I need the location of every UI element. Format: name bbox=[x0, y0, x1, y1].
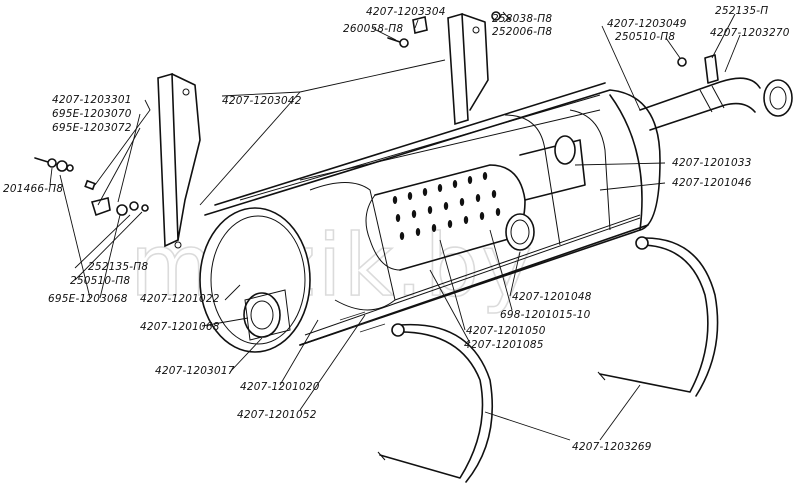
callout-4207-1201048: 4207-1201048 bbox=[512, 291, 592, 303]
front-end-cap bbox=[199, 207, 311, 353]
clamp-strap-right bbox=[597, 236, 719, 397]
callout-4207-1201046: 4207-1201046 bbox=[672, 177, 752, 189]
callout-4207-1203269: 4207-1203269 bbox=[572, 441, 652, 453]
top-mounting-bracket bbox=[447, 12, 489, 126]
callout-4207-1201052: 4207-1201052 bbox=[237, 409, 317, 421]
callout-260058-p8: 260058-П8 bbox=[343, 23, 403, 35]
callout-4207-1203304: 4207-1203304 bbox=[366, 6, 446, 18]
callout-695e-1203072: 695Е-1203072 bbox=[52, 122, 132, 134]
hardware-top bbox=[387, 11, 687, 67]
left-mounting-bracket bbox=[157, 72, 201, 249]
callout-4207-1203017: 4207-1203017 bbox=[155, 365, 235, 377]
callout-4207-1201085: 4207-1201085 bbox=[464, 339, 544, 351]
callout-labels: 4207-1203304 260058-П8 258038-П8 252006-… bbox=[3, 5, 790, 453]
callout-4207-1201050: 4207-1201050 bbox=[466, 325, 546, 337]
callout-258038-p8: 258038-П8 bbox=[492, 13, 552, 25]
leader-lines bbox=[49, 13, 741, 441]
hardware-left bbox=[34, 157, 149, 217]
clamp-strap-left bbox=[377, 323, 493, 483]
muffler-body bbox=[204, 82, 661, 346]
callout-250510-p8-lower: 250510-П8 bbox=[70, 275, 130, 287]
callout-4207-1201068: 4207-1201068 bbox=[140, 321, 220, 333]
callout-4207-1203270: 4207-1203270 bbox=[710, 27, 790, 39]
watermark: mazik.by bbox=[130, 216, 534, 316]
exhaust-outlet-pipe bbox=[639, 54, 793, 131]
callout-252135-p8: 252135-П8 bbox=[88, 261, 148, 273]
callout-4207-1203042: 4207-1203042 bbox=[222, 95, 302, 107]
callout-4207-1201022: 4207-1201022 bbox=[140, 293, 220, 305]
callout-4207-1201033: 4207-1201033 bbox=[672, 157, 752, 169]
callout-252135-p: 252135-П bbox=[715, 5, 768, 17]
callout-4207-1203301: 4207-1203301 bbox=[52, 94, 132, 106]
callout-250510-p8: 250510-П8 bbox=[615, 31, 675, 43]
callout-201466-p8: 201466-П8 bbox=[3, 183, 63, 195]
callout-4207-1201020: 4207-1201020 bbox=[240, 381, 320, 393]
callout-4207-1203049: 4207-1203049 bbox=[607, 18, 687, 30]
callout-695e-1203070: 695Е-1203070 bbox=[52, 108, 132, 120]
callout-698-1201015-10: 698-1201015-10 bbox=[500, 309, 591, 321]
callout-252006-p8: 252006-П8 bbox=[492, 26, 552, 38]
callout-695e-1203068: 695Е-1203068 bbox=[48, 293, 128, 305]
